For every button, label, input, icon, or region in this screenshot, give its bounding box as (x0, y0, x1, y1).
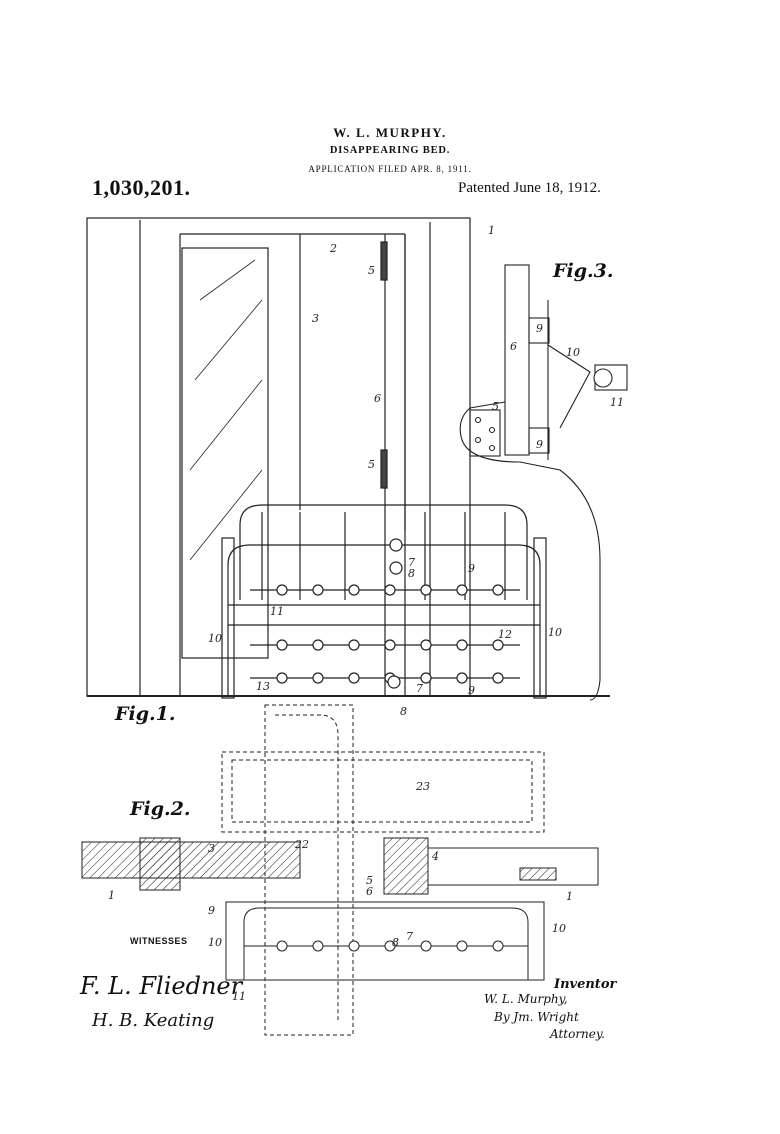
fig1-drawing (86, 217, 610, 699)
witness-signature-1: F. L. Fliedner (80, 972, 243, 1000)
fig2-drawing (81, 704, 599, 1036)
svg-text:5: 5 (492, 400, 499, 413)
svg-text:11: 11 (270, 605, 284, 618)
svg-text:9: 9 (536, 322, 543, 335)
attorney-label: Attorney. (550, 1027, 605, 1041)
svg-text:10: 10 (208, 632, 222, 645)
invention-title: DISAPPEARING BED. (329, 145, 451, 156)
svg-text:6: 6 (374, 392, 381, 405)
svg-text:10: 10 (208, 936, 222, 949)
floor-beam-left (81, 841, 301, 879)
svg-text:10: 10 (548, 626, 562, 639)
filing-date-line: APPLICATION FILED APR. 8, 1911. (308, 164, 472, 174)
mirror-door (181, 247, 269, 659)
svg-text:7: 7 (408, 556, 415, 569)
inventor-label: Inventor (554, 977, 617, 992)
svg-text:9: 9 (468, 684, 475, 697)
svg-text:3: 3 (208, 842, 215, 855)
fig1-label: Fig.1. (115, 703, 176, 725)
svg-text:11: 11 (610, 396, 624, 409)
svg-text:8: 8 (392, 936, 399, 949)
svg-text:1: 1 (566, 890, 573, 903)
wall-outline (86, 217, 471, 697)
svg-text:1: 1 (488, 224, 495, 237)
svg-text:6: 6 (510, 340, 517, 353)
svg-text:10: 10 (566, 346, 580, 359)
bed-end-plan (225, 901, 545, 981)
svg-text:12: 12 (498, 628, 512, 641)
patent-date: Patented June 18, 1912. (458, 180, 601, 196)
svg-text:11: 11 (232, 990, 246, 1003)
svg-text:2: 2 (329, 242, 337, 255)
svg-text:8: 8 (400, 705, 407, 718)
svg-text:1: 1 (108, 889, 115, 902)
svg-text:5: 5 (368, 264, 375, 277)
svg-text:23: 23 (415, 780, 430, 793)
svg-text:4: 4 (431, 850, 439, 863)
inventor-name: W. L. MURPHY. (333, 125, 447, 140)
svg-text:9: 9 (536, 438, 543, 451)
patent-number: 1,030,201. (92, 175, 191, 200)
svg-text:9: 9 (208, 904, 215, 917)
svg-text:6: 6 (366, 885, 373, 898)
svg-text:13: 13 (256, 680, 270, 693)
svg-text:7: 7 (406, 930, 413, 943)
fig2-label: Fig.2. (130, 798, 191, 820)
inventor-signature: W. L. Murphy, (484, 992, 568, 1006)
attorney-signature: By Jm. Wright (494, 1010, 579, 1024)
fig3-drawing (459, 264, 628, 701)
svg-text:9: 9 (468, 562, 475, 575)
pivot-block (383, 837, 429, 895)
svg-text:5: 5 (368, 458, 375, 471)
svg-text:7: 7 (416, 682, 423, 695)
reference-numerals: 1 2 3 5 6 5 7 8 9 11 12 10 10 13 7 8 9 2… (108, 224, 624, 1003)
svg-text:22: 22 (294, 838, 309, 851)
svg-text:3: 3 (312, 312, 319, 325)
witness-signature-2: H. B. Keating (92, 1010, 215, 1031)
svg-text:8: 8 (408, 567, 415, 580)
svg-text:5: 5 (366, 874, 373, 887)
witnesses-label: WITNESSES (130, 936, 188, 946)
svg-text:10: 10 (552, 922, 566, 935)
fig3-label: Fig.3. (553, 260, 614, 282)
